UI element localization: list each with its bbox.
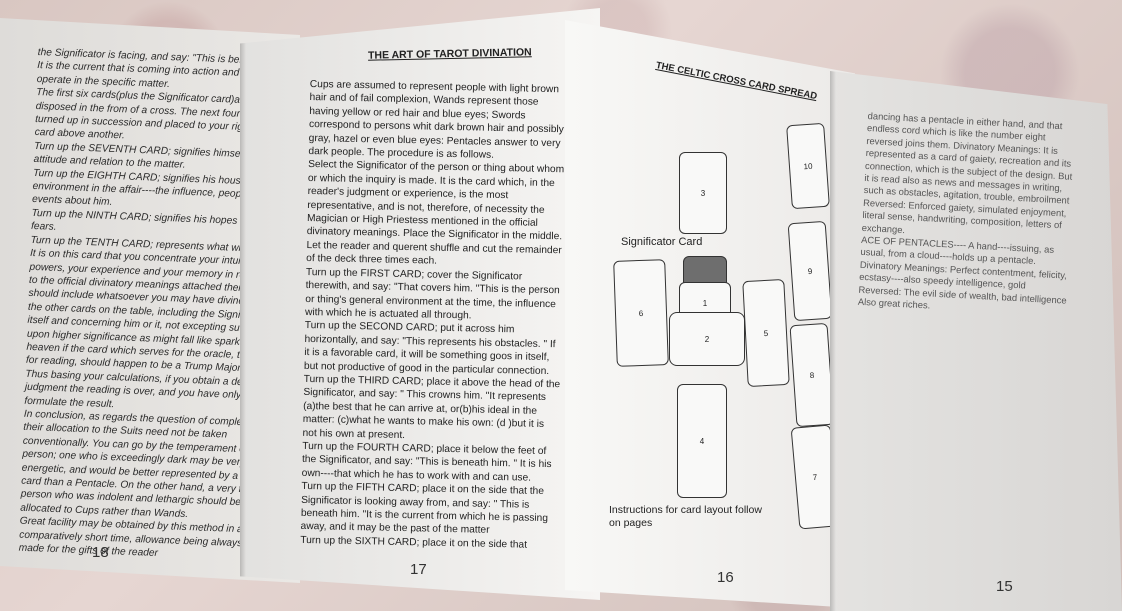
page-16: THE CELTIC CROSS CARD SPREAD 3 Significa… — [565, 19, 855, 608]
page-17-paragraph: Select the Significator of the person or… — [306, 159, 565, 267]
page-17-paragraph: Turn up the THIRD CARD; place it above t… — [302, 373, 561, 441]
page-17-paragraph: Cups are assumed to represent people wit… — [308, 78, 564, 161]
page-17-paragraph: Turn up the FIRST CARD; cover the Signif… — [304, 266, 560, 322]
significator-label: Significator Card — [621, 236, 703, 248]
page-number: 18 — [92, 544, 109, 561]
page-17: THE ART OF TAROT DIVINATION Cups are ass… — [240, 8, 600, 600]
card-9: 9 — [787, 220, 833, 322]
card-4: 4 — [677, 384, 727, 498]
page-15: dancing has a pentacle in either hand, a… — [830, 71, 1122, 611]
card-5: 5 — [742, 278, 790, 388]
page-17-paragraph: Turn up the FIFTH CARD; place it on the … — [300, 481, 549, 537]
card-8: 8 — [789, 322, 835, 428]
page-18-paragraph: Great facility may be obtained by this m… — [18, 515, 243, 560]
page-number: 17 — [410, 561, 427, 578]
fold-shadow — [240, 8, 246, 600]
page-17-paragraph: Turn up the FOURTH CARD; place it below … — [301, 440, 552, 484]
page-15-text: dancing has a pentacle in either hand, a… — [858, 110, 1078, 319]
page-title: THE CELTIC CROSS CARD SPREAD — [654, 60, 818, 103]
card-6: 6 — [613, 259, 669, 367]
card-10: 10 — [786, 122, 830, 210]
card-2: 2 — [669, 312, 745, 366]
fold-shadow — [830, 71, 836, 611]
page-title: THE ART OF TAROT DIVINATION — [367, 46, 532, 62]
page-15-paragraph: dancing has a pentacle in either hand, a… — [861, 110, 1073, 235]
page-number: 16 — [717, 569, 734, 586]
page-number: 15 — [996, 578, 1013, 595]
page-15-paragraph: ACE OF PENTACLES---- A hand----issuing, … — [857, 233, 1068, 311]
page-17-text: Cups are assumed to represent people wit… — [300, 78, 568, 553]
card-3: 3 — [679, 152, 727, 234]
page-18-paragraph: In conclusion, as regards the question o… — [20, 408, 270, 520]
layout-instructions: Instructions for card layout follow on p… — [609, 504, 762, 529]
page-17-paragraph: Turn up the SECOND CARD; put it across h… — [303, 320, 556, 377]
